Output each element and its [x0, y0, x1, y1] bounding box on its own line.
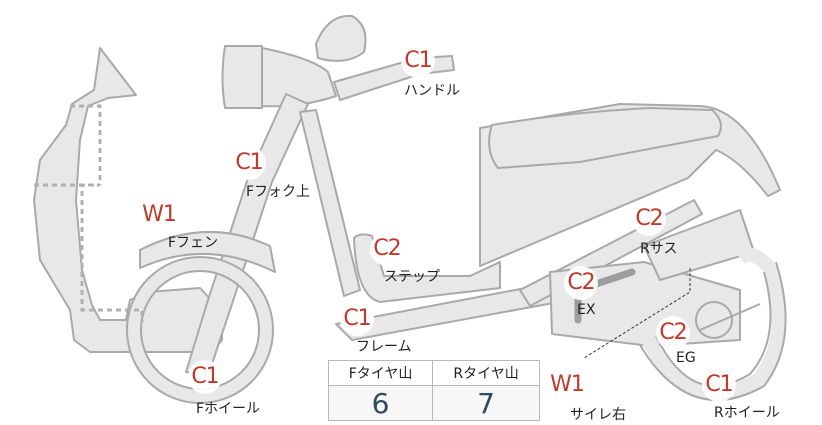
exhaust-code: C2 — [564, 266, 598, 300]
r-suspension-label: Rサス — [640, 241, 678, 257]
seat — [488, 107, 722, 169]
frame-tube — [299, 109, 361, 297]
floorboard — [353, 233, 501, 303]
headlight — [221, 45, 263, 109]
silencer-right-label: サイレ右 — [570, 407, 626, 423]
f-wheel-code: C1 — [188, 360, 222, 394]
mirror — [315, 14, 367, 62]
silencer-right-code: W1 — [550, 368, 585, 402]
f-fork-upper-code: C1 — [232, 146, 266, 180]
handle-label: ハンドル — [404, 83, 460, 99]
leader-line — [583, 268, 691, 359]
frame-code: C1 — [340, 302, 374, 336]
rear-wheel — [641, 247, 786, 401]
f-fender-label: Fフェン — [168, 235, 219, 251]
r-tire-tread-header: Rタイヤ山 — [432, 360, 540, 386]
exhaust-label: EX — [577, 302, 596, 318]
r-tire-tread-value: 7 — [432, 385, 540, 421]
engine-code: C2 — [656, 316, 690, 350]
step-label: ステップ — [384, 269, 440, 285]
f-wheel-label: Fホイール — [196, 401, 261, 417]
front-fender — [139, 231, 276, 273]
tire-tread-table: Fタイヤ山 Rタイヤ山 6 7 — [327, 360, 540, 421]
f-fender-code: W1 — [142, 198, 177, 232]
r-suspension-code: C2 — [632, 202, 666, 236]
front-wheel — [127, 257, 273, 403]
handle-code: C1 — [401, 44, 435, 78]
frame-label: フレーム — [356, 339, 412, 355]
f-tire-tread-header: Fタイヤ山 — [327, 360, 434, 386]
r-wheel-code: C1 — [702, 368, 736, 402]
f-tire-tread-value: 6 — [327, 385, 434, 421]
f-fork-upper-label: Fフォク上 — [246, 184, 311, 200]
step-code: C2 — [370, 232, 404, 266]
engine-label: EG — [676, 350, 696, 366]
r-wheel-label: Rホイール — [714, 405, 780, 421]
front-cowl — [33, 47, 223, 353]
